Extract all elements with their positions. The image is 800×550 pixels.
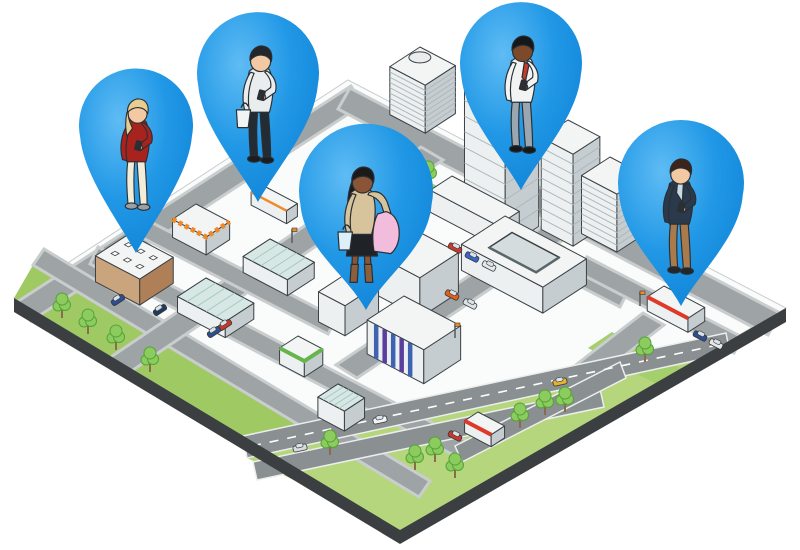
pin-person-figure — [504, 35, 539, 154]
building-red-stripe-store — [646, 285, 706, 333]
car — [552, 376, 568, 387]
tree — [405, 444, 424, 470]
tree — [106, 324, 125, 350]
car — [447, 430, 463, 442]
tree — [635, 336, 654, 362]
building-glass-office-b — [242, 238, 316, 297]
street-sign — [639, 290, 646, 306]
tree — [52, 292, 71, 318]
car — [447, 242, 463, 254]
tree — [510, 402, 529, 428]
tree — [140, 346, 159, 372]
slab-edge-southeast — [400, 308, 786, 544]
car — [464, 251, 480, 263]
car — [206, 326, 222, 338]
car — [152, 304, 168, 316]
tree — [555, 386, 574, 412]
location-pin-woman-shopper[interactable] — [299, 123, 433, 310]
street-sign — [291, 227, 298, 243]
car — [708, 338, 724, 350]
car — [462, 298, 478, 310]
tree — [320, 429, 339, 455]
trees-layer — [52, 148, 724, 478]
pin-person-figure — [662, 158, 697, 275]
highway-center-dashes — [251, 343, 723, 447]
building-convention-center — [460, 215, 587, 314]
location-pin-woman-navy-jacket[interactable] — [618, 120, 744, 306]
building-atrium-small — [316, 383, 366, 432]
tree — [78, 308, 97, 334]
car — [110, 294, 126, 306]
location-pin-man-red-tie[interactable] — [460, 2, 582, 190]
building-gas-station — [463, 411, 506, 448]
car — [444, 289, 460, 301]
building-mall-front-block — [366, 295, 462, 385]
location-pins-layer — [79, 2, 744, 310]
pin-person-figure — [235, 45, 277, 164]
tree — [535, 389, 554, 415]
street-sign — [454, 322, 461, 338]
slab-edge-southwest — [14, 298, 400, 544]
building-delivery-truck — [250, 184, 298, 225]
car — [481, 260, 497, 272]
tree — [445, 452, 464, 478]
building-tan-department-store — [94, 233, 174, 306]
location-pin-woman-red-top[interactable] — [79, 68, 193, 253]
tree — [425, 436, 444, 462]
building-fastfood-restaurant — [171, 203, 231, 256]
car — [372, 414, 388, 425]
car — [292, 442, 308, 453]
pin-person-figure — [337, 166, 400, 283]
car — [692, 330, 708, 342]
pin-person-figure — [120, 98, 153, 211]
building-office-tower-small — [389, 46, 456, 134]
location-pin-man-shopping-bag[interactable] — [197, 12, 319, 202]
building-cafe-small — [278, 335, 324, 378]
